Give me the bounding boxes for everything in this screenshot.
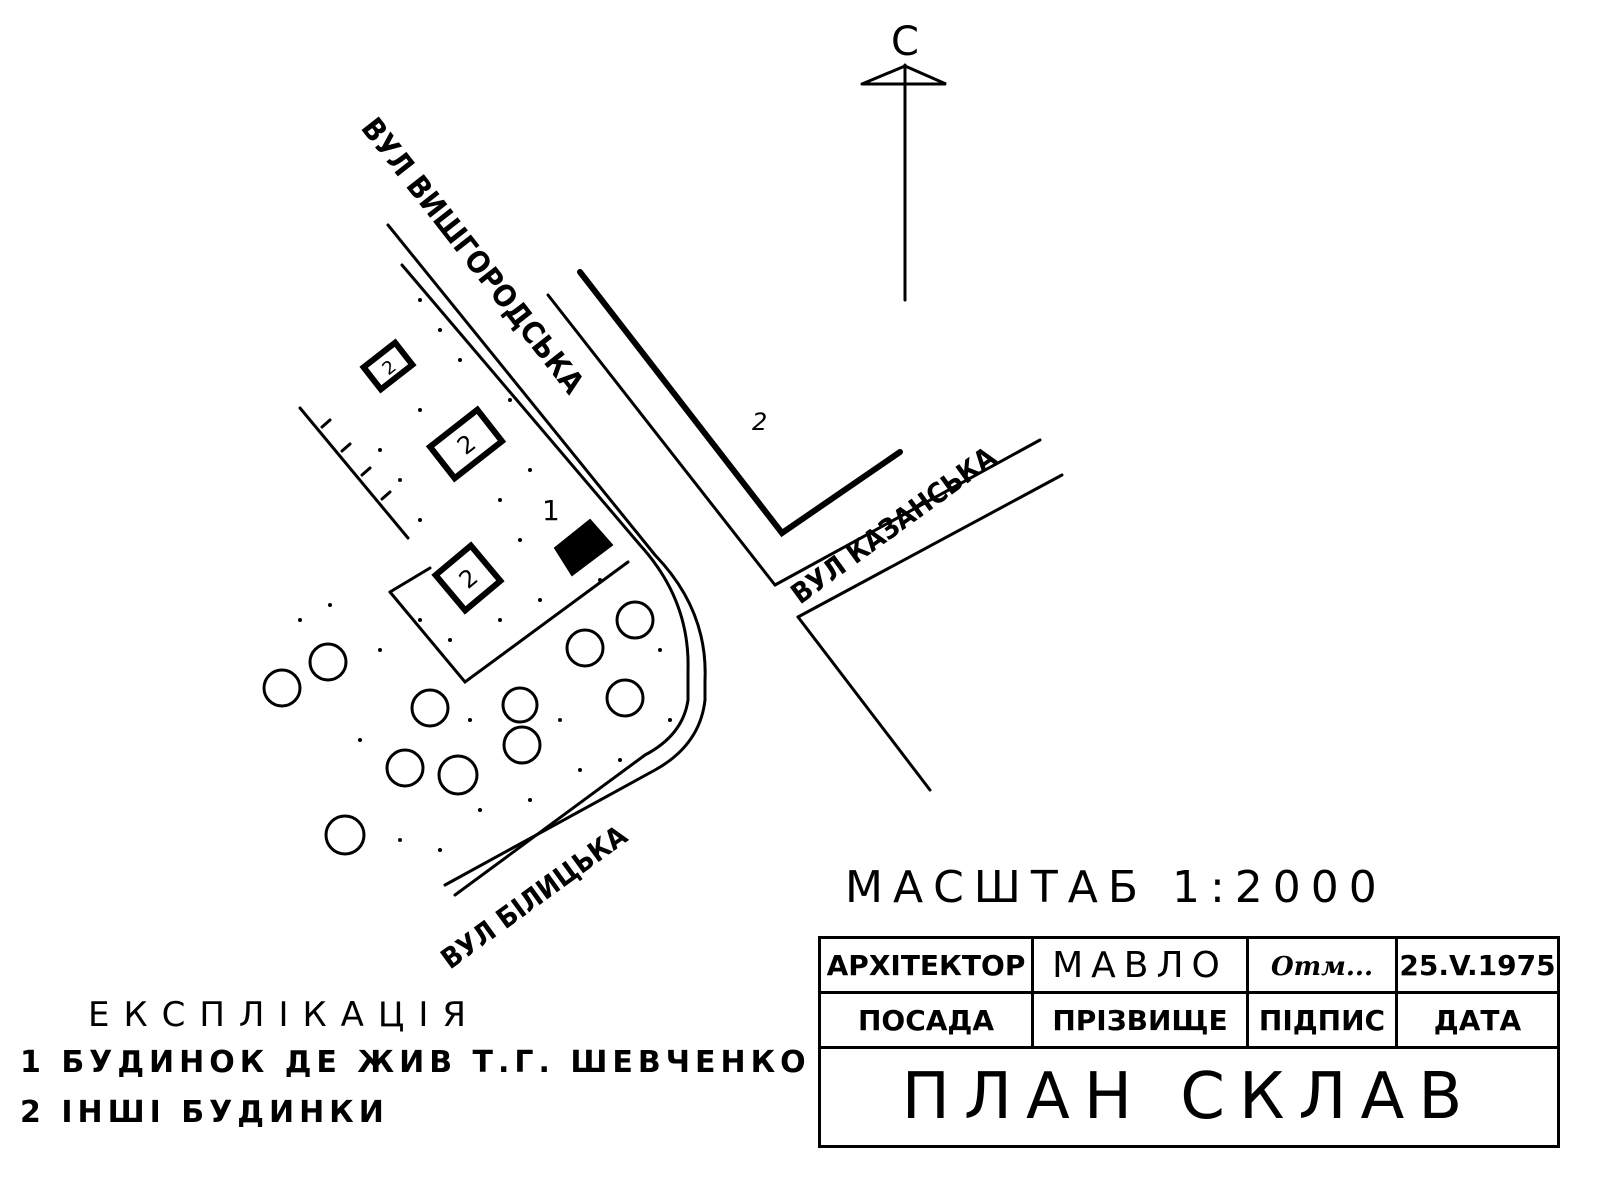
greenery-stipple [298, 298, 672, 852]
legend-title: ЕКСПЛІКАЦІЯ [88, 995, 480, 1035]
signature-label: ПІДПИС [1246, 991, 1398, 1049]
marker-2: 2 [752, 408, 767, 436]
position-label: ПОСАДА [818, 991, 1034, 1049]
scale-label: МАСШТАБ 1:2000 [845, 862, 1387, 913]
road-edge [796, 473, 1064, 619]
date-label: ДАТА [1395, 991, 1560, 1049]
road-edge [796, 615, 932, 792]
fence [298, 406, 630, 685]
street-label-bilytska: ВУЛ БІЛИЦЬКА [435, 818, 634, 975]
north-label: С [891, 19, 919, 65]
plan-title: ПЛАН СКЛАВ [818, 1046, 1560, 1148]
marker-1: 1 [542, 494, 560, 527]
legend-item: 2 ІНШІ БУДИНКИ [20, 1095, 389, 1130]
building-1-shevchenko-house [553, 518, 614, 577]
road-edge-outer [386, 223, 707, 887]
signature: Отм... [1270, 951, 1374, 982]
legend-item: 1 БУДИНОК ДЕ ЖИВ Т.Г. ШЕВЧЕНКО [20, 1045, 811, 1080]
date-value: 25.V.1975 [1395, 936, 1560, 994]
title-block: АРХІТЕКТОР МАВЛО Отм... 25.V.1975 ПОСАДА… [818, 936, 1560, 1148]
position-value: АРХІТЕКТОР [818, 936, 1034, 994]
street-label-vyshhorodska: ВУЛ ВИШГОРОДСЬКА [354, 111, 591, 400]
tree-icons [262, 600, 655, 856]
building-outline [577, 269, 903, 538]
signature-value: Отм... [1246, 936, 1398, 994]
road-edge-inner [400, 263, 690, 897]
marker-2: 2 [452, 429, 481, 460]
marker-2: 2 [454, 563, 484, 594]
building-2 [359, 338, 507, 615]
surname-label: ПРІЗВИЩЕ [1031, 991, 1249, 1049]
surname-value: МАВЛО [1031, 936, 1249, 994]
road-edge [773, 438, 1042, 587]
north-arrow-icon [860, 63, 947, 302]
road-edge [546, 293, 777, 587]
